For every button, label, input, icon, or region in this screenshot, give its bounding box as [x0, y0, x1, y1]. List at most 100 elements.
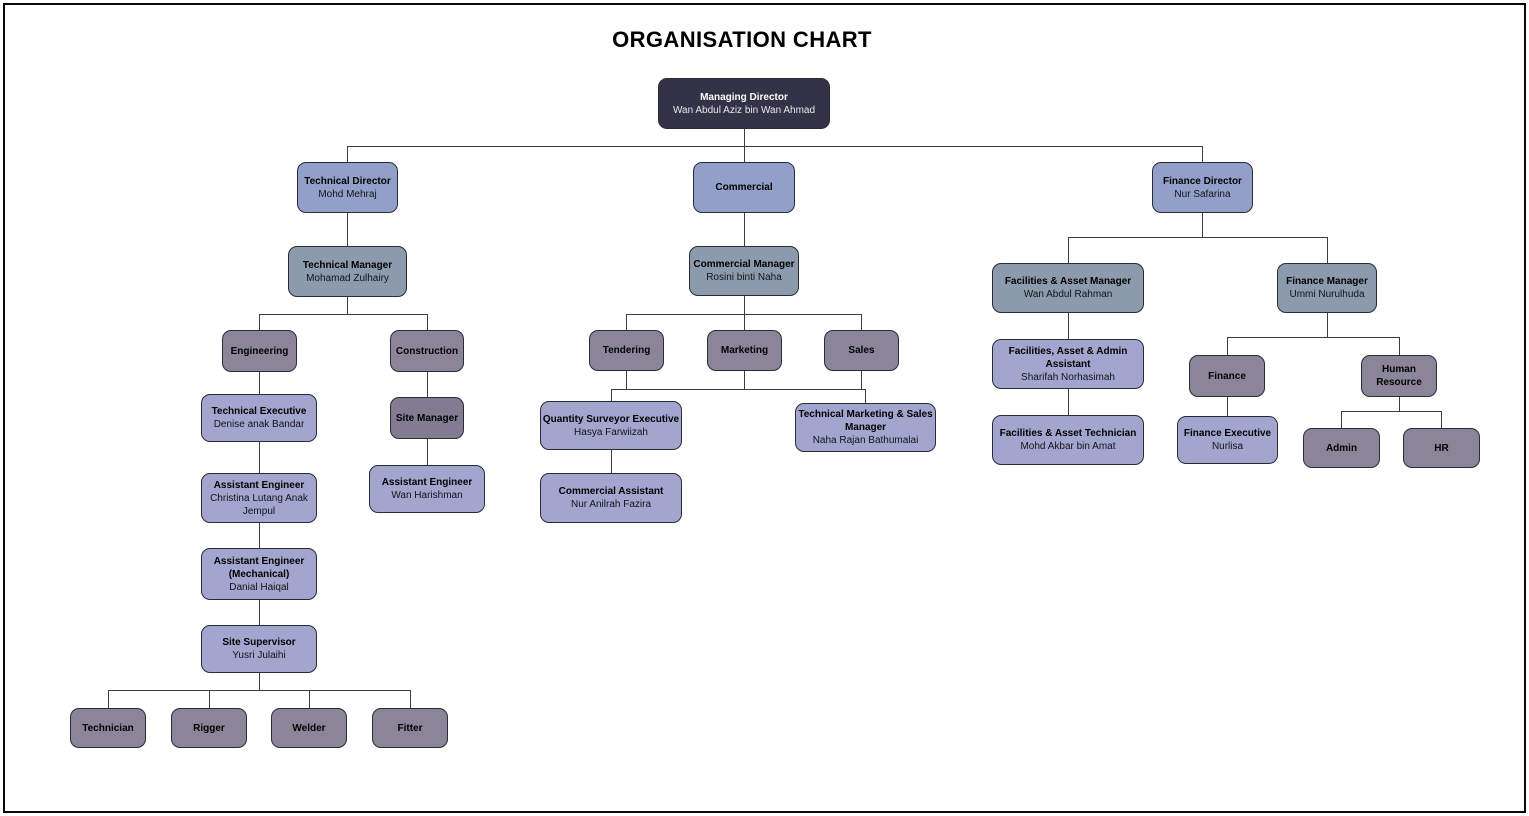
connector-line [1341, 411, 1442, 412]
connector-line [1227, 397, 1228, 416]
org-node-marketing: Marketing [707, 330, 782, 371]
connector-line [744, 314, 745, 331]
node-title: Assistant Engineer [381, 477, 473, 488]
connector-line [347, 146, 348, 163]
node-title: Construction [395, 345, 459, 357]
org-node-technical-manager: Technical Manager Mohamad Zulhairy [288, 246, 407, 297]
node-title: Admin [1325, 442, 1358, 454]
node-title: Quantity Surveyor Executive [542, 413, 680, 425]
node-title: Facilities & Asset Manager [1004, 276, 1132, 287]
org-node-facilities-asset-manager: Facilities & Asset Manager Wan Abdul Rah… [992, 263, 1144, 313]
node-title: Fitter [397, 722, 423, 734]
node-person-name: Denise anak Bandar [213, 419, 305, 430]
org-node-commercial-manager: Commercial Manager Rosini binti Naha [689, 246, 799, 296]
connector-line [1202, 146, 1203, 163]
org-node-facilities-asset-technician: Facilities & Asset Technician Mohd Akbar… [992, 415, 1144, 465]
node-person-name: Christina Lutang Anak Jempul [210, 492, 308, 517]
node-title: Human Resource [1376, 364, 1422, 388]
node-person-name: Ummi Nurulhuda [1289, 289, 1365, 300]
node-title: Site Manager [395, 412, 459, 424]
org-node-fitter: Fitter [372, 708, 448, 748]
connector-line [427, 439, 428, 465]
connector-line [1068, 313, 1069, 339]
org-node-facilities-asset-admin-assistant: Facilities, Asset & Admin Assistant Shar… [992, 339, 1144, 389]
connector-line [259, 314, 260, 331]
connector-line [611, 450, 612, 473]
node-person-name: Nur Safarina [1174, 188, 1231, 200]
node-person-name: Rosini binti Naha [706, 272, 782, 283]
connector-line [309, 690, 310, 708]
connector-line [259, 314, 428, 315]
node-person-name: Mohamad Zulhairy [306, 272, 389, 284]
connector-line [1068, 237, 1328, 238]
node-title: Assistant Engineer [213, 479, 305, 491]
connector-line [744, 371, 745, 389]
connector-line [865, 389, 866, 403]
node-title: Managing Director [700, 91, 788, 103]
node-person-name: Wan Abdul Aziz bin Wan Ahmad [672, 104, 816, 116]
node-title: Technical Marketing & Sales Manager [798, 409, 933, 433]
node-title: Facilities, Asset & Admin Assistant [1008, 345, 1128, 370]
connector-line [626, 314, 627, 331]
connector-line [410, 690, 411, 708]
org-node-technical-director: Technical Director Mohd Mehraj [297, 162, 398, 213]
connector-line [611, 389, 866, 390]
org-node-construction: Construction [390, 330, 464, 372]
node-person-name: Mohd Mehraj [318, 188, 377, 200]
connector-line [1227, 337, 1228, 355]
connector-line [1399, 337, 1400, 355]
org-node-finance: Finance [1189, 355, 1265, 397]
connector-line [861, 314, 862, 331]
node-title: Facilities & Asset Technician [999, 428, 1137, 439]
node-person-name: Yusri Julaihi [232, 650, 286, 661]
connector-line [861, 371, 862, 389]
org-node-admin: Admin [1303, 428, 1380, 468]
node-title: Sales [848, 345, 875, 356]
node-title: Commercial Manager [693, 259, 795, 270]
node-person-name: Naha Rajan Bathumalai [812, 435, 919, 446]
org-node-finance-director: Finance Director Nur Safarina [1152, 162, 1253, 213]
node-person-name: Wan Harishman [391, 490, 463, 501]
node-title: Commercial [715, 182, 773, 193]
connector-line [611, 389, 612, 401]
node-person-name: Wan Abdul Rahman [1023, 289, 1113, 300]
org-node-technical-executive: Technical Executive Denise anak Bandar [201, 394, 317, 442]
org-node-tendering: Tendering [589, 330, 664, 371]
node-title: Technician [82, 722, 134, 734]
connector-line [1327, 313, 1328, 337]
connector-line [1441, 411, 1442, 428]
node-person-name: Nurlisa [1211, 441, 1244, 452]
connector-line [1227, 337, 1400, 338]
org-node-rigger: Rigger [171, 708, 247, 748]
connector-line [626, 371, 627, 389]
connector-line [108, 690, 411, 691]
node-title: Welder [292, 722, 326, 734]
connector-line [744, 213, 745, 246]
connector-line [1341, 411, 1342, 428]
org-node-commercial: Commercial [693, 162, 795, 213]
node-title: Finance Manager [1286, 276, 1368, 287]
connector-line [1068, 389, 1069, 415]
node-person-name: Sharifah Norhasimah [1021, 371, 1115, 383]
node-title: Site Supervisor [222, 637, 296, 648]
node-title: Engineering [230, 345, 289, 357]
node-title: Technical Manager [302, 259, 393, 271]
org-node-assistant-engineer: Assistant Engineer Christina Lutang Anak… [201, 473, 317, 523]
node-person-name: Danial Haiqal [229, 581, 289, 593]
node-title: Finance Executive [1183, 428, 1272, 439]
connector-line [1202, 213, 1203, 237]
node-title: HR [1434, 442, 1449, 454]
node-person-name: Hasya Farwiizah [574, 426, 648, 438]
org-node-sales: Sales [824, 330, 899, 371]
node-title: Rigger [193, 722, 225, 734]
connector-line [259, 372, 260, 394]
node-title: Technical Executive [211, 406, 307, 417]
connector-line [347, 213, 348, 246]
org-node-assistant-engineer-construction: Assistant Engineer Wan Harishman [369, 465, 485, 513]
node-title: Finance Director [1163, 175, 1242, 187]
connector-line [259, 523, 260, 548]
connector-line [427, 372, 428, 397]
org-node-engineering: Engineering [222, 330, 297, 372]
node-title: Technical Director [304, 175, 391, 187]
org-node-human-resource: Human Resource [1361, 355, 1437, 397]
